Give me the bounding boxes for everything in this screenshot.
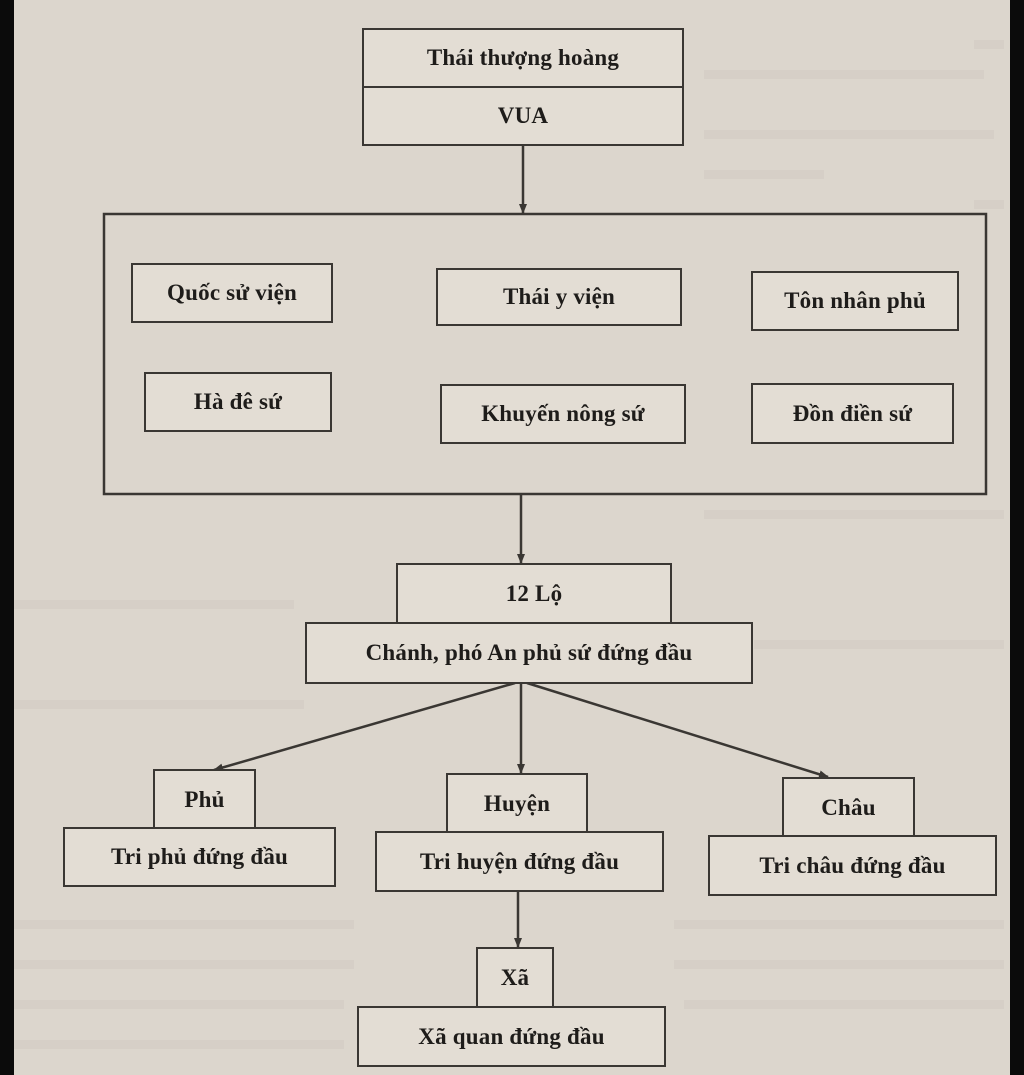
king-box: VUA [362, 86, 684, 146]
office-ton-nhan-phu: Tôn nhân phủ [751, 271, 959, 331]
office-quoc-su-vien: Quốc sử viện [131, 263, 333, 323]
arrow-province-to-chau [526, 681, 829, 779]
xa-name-box: Xã [476, 947, 554, 1009]
chau-head-box: Tri châu đứng đầu [708, 835, 997, 896]
province-name-box: 12 Lộ [396, 563, 672, 625]
huyen-name-box: Huyện [446, 773, 588, 834]
province-head-box: Chánh, phó An phủ sứ đứng đầu [305, 622, 753, 684]
chau-name-box: Châu [782, 777, 915, 838]
office-khuyen-nong-su: Khuyến nông sứ [440, 384, 686, 444]
huyen-head-box: Tri huyện đứng đầu [375, 831, 664, 892]
phu-name-box: Phủ [153, 769, 256, 830]
xa-head-box: Xã quan đứng đầu [357, 1006, 666, 1067]
office-don-dien-su: Đồn điền sứ [751, 383, 954, 444]
arrow-province-to-phu [213, 681, 516, 772]
phu-head-box: Tri phủ đứng đầu [63, 827, 336, 887]
retired-emperor-box: Thái thượng hoàng [362, 28, 684, 88]
office-thai-y-vien: Thái y viện [436, 268, 682, 326]
office-ha-de-su: Hà đê sứ [144, 372, 332, 432]
paper-background [14, 0, 1010, 1075]
central-offices-container [102, 212, 988, 496]
